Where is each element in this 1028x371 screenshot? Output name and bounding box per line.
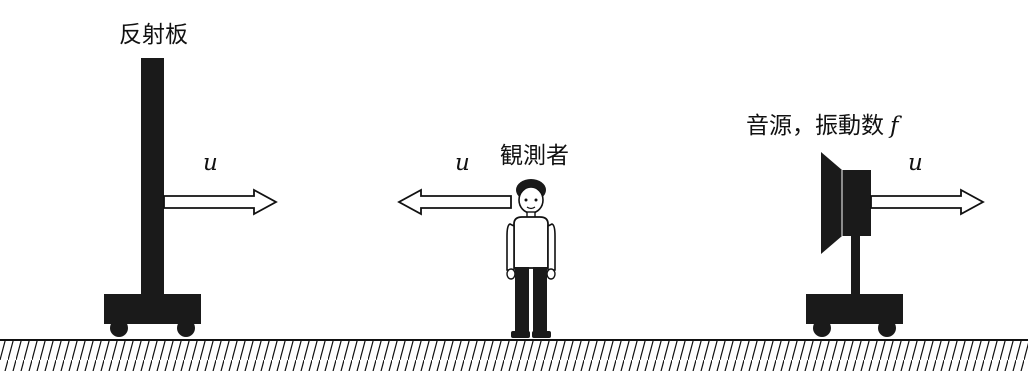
ground: [0, 339, 1028, 371]
sound-source-speaker: [806, 152, 903, 337]
observer-label: 観測者: [500, 143, 569, 169]
observer-figure: [506, 179, 556, 338]
source-label-text: 音源，振動数: [746, 113, 884, 139]
reflector-velocity-label: u: [203, 150, 218, 176]
source-velocity-arrow: [870, 188, 985, 216]
source-velocity-label: u: [908, 150, 923, 176]
observer-velocity-arrow: [397, 188, 512, 216]
reflector-board: [104, 58, 201, 337]
reflector-velocity-arrow: [163, 188, 278, 216]
reflector-label: 反射板: [119, 22, 188, 48]
frequency-symbol: f: [890, 113, 899, 139]
observer-velocity-label: u: [455, 150, 470, 176]
